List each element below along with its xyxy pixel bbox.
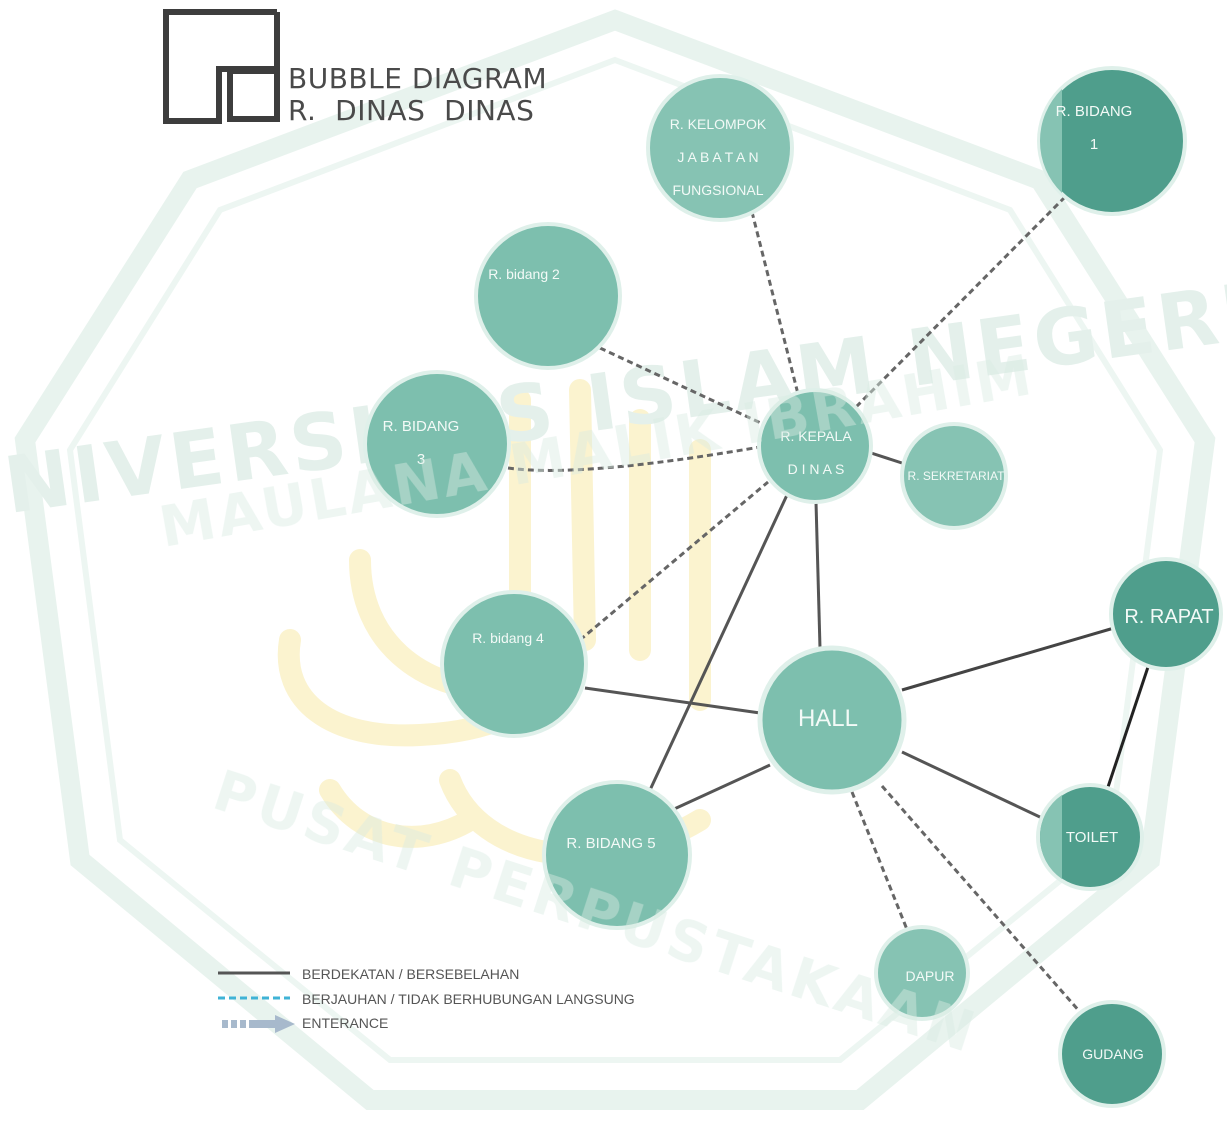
watermark-shield-outline [14, 9, 1216, 1110]
bubble-kepala[interactable]: R. KEPALA D I N A S [757, 388, 873, 504]
link-kepala-hall [814, 501, 822, 649]
bubble-kelompok-line3: FUNGSIONAL [672, 182, 763, 198]
bubble-bidang3-line2: 3 [417, 451, 425, 468]
link-kepala-bidang4 [579, 480, 769, 642]
bubble-kelompok[interactable]: R. KELOMPOK J A B A T A N FUNGSIONAL [646, 74, 794, 222]
page-title: BUBBLE DIAGRAM [288, 62, 548, 95]
link-hall-dapur [850, 791, 910, 933]
bubble-toilet[interactable]: TOILET [1036, 783, 1144, 891]
bubble-gudang-line1: GUDANG [1082, 1046, 1143, 1062]
bubble-bidang4[interactable]: R. bidang 4 [440, 590, 588, 738]
bubble-bidang5-line1: R. BIDANG 5 [566, 835, 655, 852]
link-kepala-bidang2 [599, 346, 766, 427]
bubble-bidang2[interactable]: R. bidang 2 [474, 222, 622, 370]
bubble-hall[interactable]: HALL [757, 645, 907, 795]
bubble-rapat-line1: R. RAPAT [1124, 606, 1213, 628]
legend-adjacent-label: BERDEKATAN / BERSEBELAHAN [302, 966, 520, 982]
bubble-bidang2-line1: R. bidang 2 [488, 266, 560, 282]
bubble-sekretariat[interactable]: R. SEKRETARIAT [900, 422, 1008, 530]
link-hall-toilet [901, 750, 1043, 820]
bubble-hall-line1: HALL [798, 705, 858, 732]
legend-entrance-label: ENTERANCE [302, 1015, 389, 1031]
bubble-bidang1-line2: 1 [1090, 136, 1098, 153]
bubbles: R. KELOMPOK J A B A T A N FUNGSIONAL R. … [363, 66, 1223, 1108]
bubble-bidang3-line1: R. BIDANG [383, 418, 460, 435]
link-kepala-bidang5 [648, 494, 789, 791]
bubble-bidang3[interactable]: R. BIDANG 3 [363, 370, 511, 518]
link-hall-gudang [880, 785, 1082, 1013]
bubble-bidang1[interactable]: R. BIDANG 1 [1037, 66, 1187, 216]
bubble-kepala-line2: D I N A S [788, 461, 845, 477]
legend [218, 971, 295, 1033]
legend-far-label: BERJAUHAN / TIDAK BERHUBUNGAN LANGSUNG [302, 991, 635, 1007]
bubble-bidang1-line1: R. BIDANG [1056, 103, 1133, 120]
link-kepala-sekretariat [867, 450, 906, 466]
bubble-toilet-line1: TOILET [1066, 829, 1118, 846]
link-kepala-kelompok [750, 211, 800, 395]
bubble-kelompok-line2: J A B A T A N [677, 149, 758, 165]
bubble-dapur-line1: DAPUR [905, 968, 954, 984]
bubble-rapat[interactable]: R. RAPAT [1109, 557, 1223, 671]
bubble-bidang5[interactable]: R. BIDANG 5 [542, 780, 692, 930]
link-hall-bidang5 [671, 763, 771, 812]
connections [507, 195, 1150, 1013]
link-rapat-toilet [1106, 666, 1150, 788]
title-logo [163, 9, 280, 124]
bubble-sekretariat-line1: R. SEKRETARIAT [908, 469, 1006, 483]
entrance-arrow-icon [222, 1015, 295, 1033]
link-hall-bidang4 [584, 686, 761, 715]
page-subtitle: R. DINAS DINAS [288, 94, 535, 127]
bubble-kepala-line1: R. KEPALA [780, 428, 852, 444]
bubble-kelompok-line1: R. KELOMPOK [670, 116, 767, 132]
bubble-gudang[interactable]: GUDANG [1058, 1000, 1166, 1108]
link-hall-rapat [901, 626, 1115, 692]
bubble-dapur[interactable]: DAPUR [874, 925, 970, 1021]
watermark-shield-inner [66, 56, 1164, 1063]
bubble-bidang4-line1: R. bidang 4 [472, 630, 544, 646]
